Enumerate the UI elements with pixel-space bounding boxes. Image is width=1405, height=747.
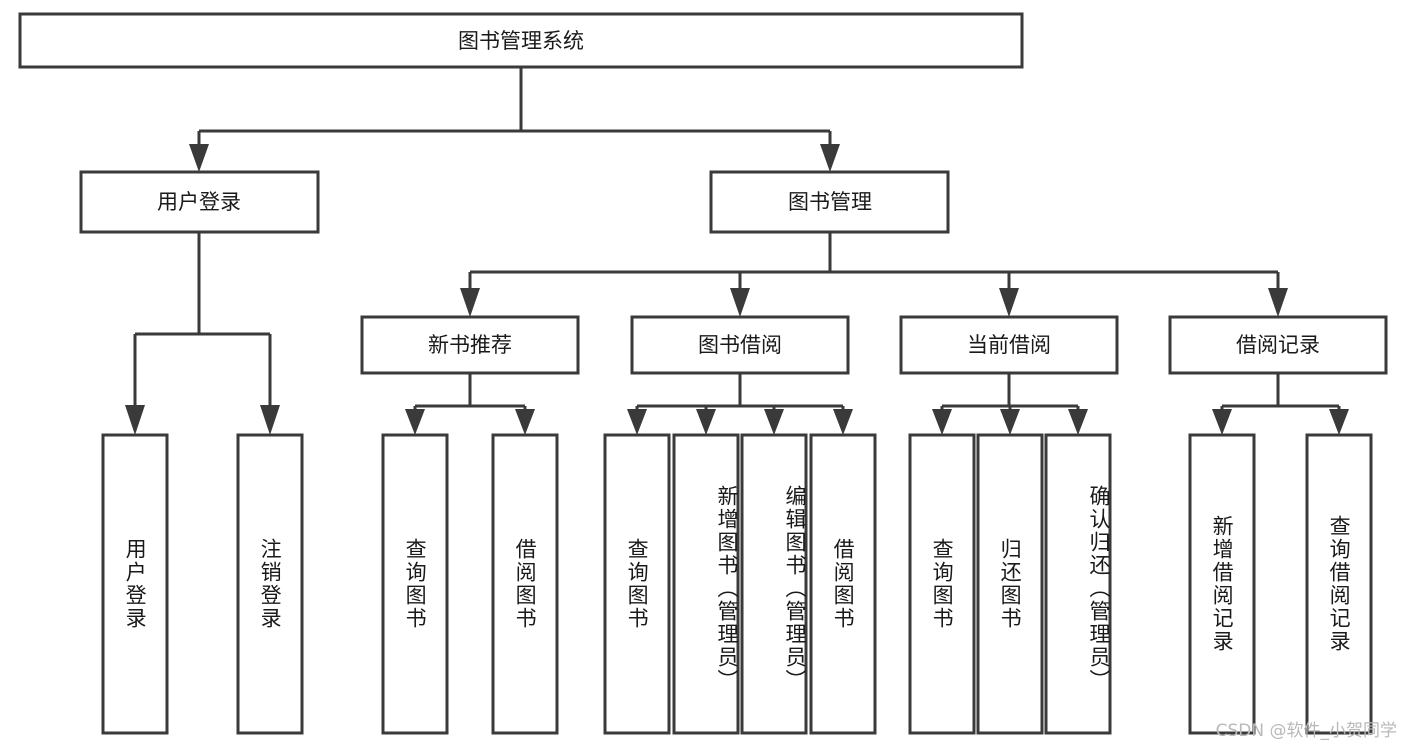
node-root-box[interactable] — [18, 12, 1024, 69]
leaf-box-group — [101, 433, 1373, 735]
arrow-head-leaf-add-record — [1212, 409, 1232, 435]
node-borrow[interactable]: 图书借阅 — [630, 315, 850, 375]
node-login-box[interactable] — [79, 170, 320, 234]
node-root-label: 图书管理系统 — [458, 29, 584, 53]
node-root[interactable]: 图书管理系统 — [18, 12, 1024, 69]
arrow-head-leaf-query-book-1 — [405, 409, 425, 435]
arrow-head-current — [999, 288, 1019, 317]
arrow-head-borrow — [730, 288, 750, 317]
arrow-head-leaf-query-book-2 — [627, 409, 647, 435]
leaf-box-query-record[interactable] — [1305, 433, 1373, 735]
node-newbook-label: 新书推荐 — [428, 333, 512, 357]
leaf-box-return-book[interactable] — [976, 433, 1044, 735]
arrow-head-leaf-add-book — [696, 409, 716, 435]
connector-group — [125, 67, 1349, 435]
arrow-head-login — [189, 144, 209, 172]
arrow-head-leaf-query-record — [1329, 409, 1349, 435]
leaf-box-query-book-1[interactable] — [381, 433, 449, 735]
arrow-head-newbook — [460, 288, 480, 317]
node-newbook[interactable]: 新书推荐 — [360, 315, 580, 375]
arrow-head-leaf-user-login — [125, 405, 145, 435]
node-bookmgmt[interactable]: 图书管理 — [709, 170, 950, 234]
arrow-head-records — [1268, 288, 1288, 317]
arrow-head-leaf-borrow-book-2 — [833, 409, 853, 435]
leaf-box-confirm-return[interactable] — [1044, 433, 1112, 735]
arrow-head-leaf-borrow-book-1 — [515, 409, 535, 435]
arrow-head-leaf-query-book-3 — [932, 409, 952, 435]
arrow-head-leaf-return-book — [1000, 409, 1020, 435]
node-borrow-box[interactable] — [630, 315, 850, 375]
arrow-head-leaf-edit-book — [764, 409, 784, 435]
node-bookmgmt-box[interactable] — [709, 170, 950, 234]
node-records[interactable]: 借阅记录 — [1168, 315, 1388, 375]
leaf-box-logout[interactable] — [236, 433, 304, 735]
leaf-box-borrow-book-1[interactable] — [491, 433, 559, 735]
leaf-box-edit-book[interactable] — [740, 433, 808, 735]
leaf-box-add-book[interactable] — [672, 433, 740, 735]
node-borrow-label: 图书借阅 — [698, 333, 782, 357]
node-newbook-box[interactable] — [360, 315, 580, 375]
node-login-label: 用户登录 — [157, 190, 241, 214]
node-bookmgmt-label: 图书管理 — [788, 190, 872, 214]
arrow-head-leaf-confirm-return — [1068, 409, 1088, 435]
node-records-label: 借阅记录 — [1236, 333, 1320, 357]
csdn-watermark: CSDN @软件_小贺同学 — [1215, 721, 1397, 741]
leaf-box-query-book-3[interactable] — [908, 433, 976, 735]
node-current-box[interactable] — [899, 315, 1119, 375]
leaf-box-add-record[interactable] — [1188, 433, 1256, 735]
node-current-label: 当前借阅 — [967, 333, 1051, 357]
leaf-box-user-login[interactable] — [101, 433, 169, 735]
leaf-box-query-book-2[interactable] — [603, 433, 671, 735]
leaf-box-borrow-book-2[interactable] — [809, 433, 877, 735]
node-login[interactable]: 用户登录 — [79, 170, 320, 234]
arrow-head-bookmgmt — [820, 144, 840, 172]
arrow-head-leaf-logout — [260, 405, 280, 435]
node-current[interactable]: 当前借阅 — [899, 315, 1119, 375]
node-records-box[interactable] — [1168, 315, 1388, 375]
